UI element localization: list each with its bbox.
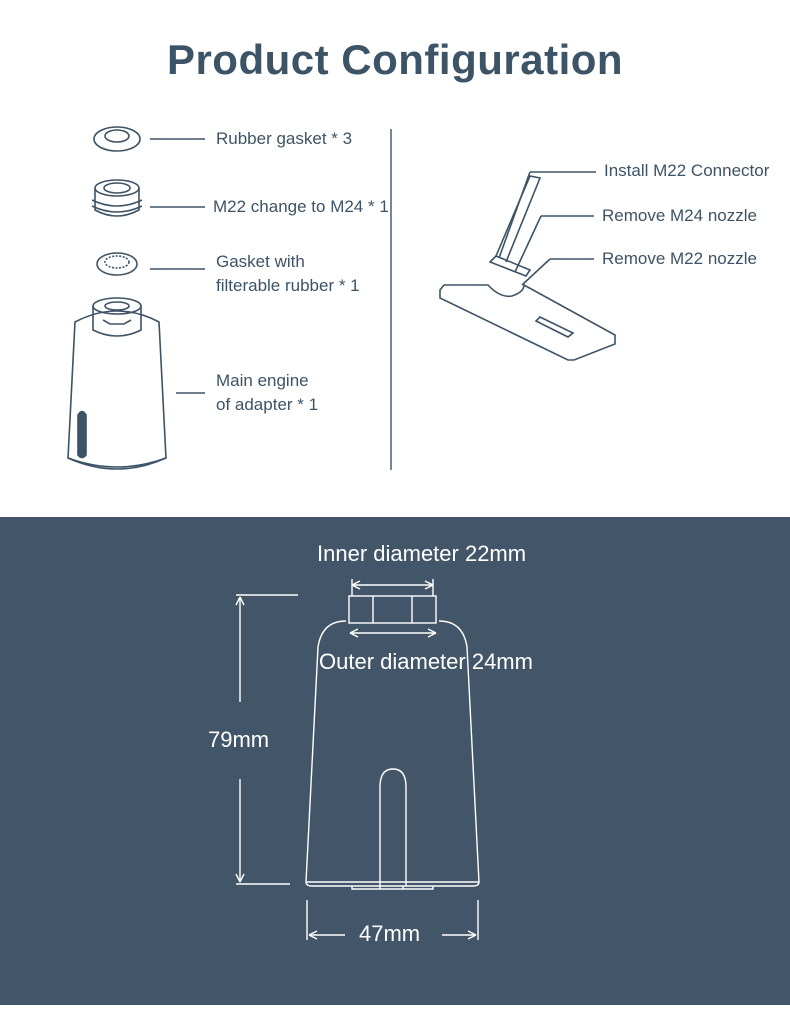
- rubber-gasket-icon: [93, 126, 141, 152]
- top-illustration: [67, 126, 616, 470]
- wrench-label-remove-m24: Remove M24 nozzle: [602, 206, 757, 225]
- dimension-panel: Inner diameter 22mm Outer diameter 24mm …: [0, 517, 790, 1005]
- threaded-connector-icon: [91, 179, 143, 217]
- wrench-label-install-m22: Install M22 Connector: [604, 161, 770, 180]
- wrench-label-remove-m22: Remove M22 nozzle: [602, 249, 757, 268]
- adapter-body-icon: [67, 297, 167, 470]
- height-label: 79mm: [208, 727, 270, 752]
- width-label: 47mm: [359, 921, 421, 946]
- part-label-adapter-body: Main engine of adapter * 1: [216, 371, 319, 414]
- filter-gasket-icon: [96, 252, 138, 276]
- wrench-tool-icon: [439, 175, 616, 361]
- inner-diameter-label: Inner diameter 22mm: [317, 541, 527, 566]
- part-label-rubber-gasket: Rubber gasket * 3: [216, 129, 353, 148]
- dimension-drawing: [235, 579, 480, 940]
- part-label-filter-gasket: Gasket with filterable rubber * 1: [216, 252, 360, 295]
- outer-diameter-label: Outer diameter 24mm: [319, 649, 533, 674]
- part-label-connector: M22 change to M24 * 1: [213, 197, 389, 216]
- page-title: Product Configuration: [166, 36, 624, 83]
